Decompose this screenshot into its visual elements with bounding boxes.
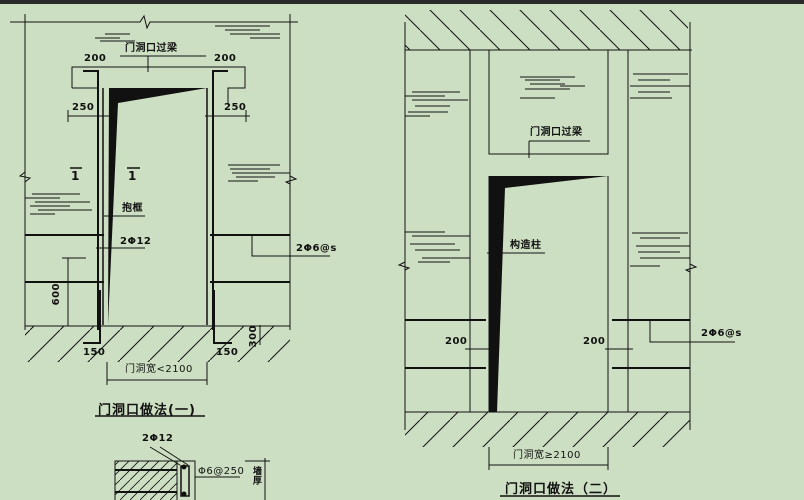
dim-column-left: 200 [445, 336, 468, 347]
wall-thickness-label: 墙厚 [251, 466, 261, 485]
tie-rebar-label-2: 2Φ6@s [701, 328, 742, 339]
dim-bearing-right: 250 [224, 102, 247, 113]
opening-width-label-2: 门洞宽≥2100 [513, 450, 581, 461]
lintel-label-2: 门洞口过梁 [530, 127, 583, 138]
lintel-label-1: 门洞口过梁 [125, 43, 178, 54]
drawing-1-title: 门洞口做法(一) [98, 403, 196, 418]
dim-column-right: 200 [583, 336, 606, 347]
column-label: 构造柱 [510, 240, 542, 251]
frame-label: 抱框 [122, 203, 143, 214]
door-leaf-2 [489, 176, 608, 412]
drawing-2-door-opening-method-2 [397, 10, 735, 497]
section-1-1-detail [114, 446, 270, 500]
stirrup-label: Φ6@250 [198, 466, 245, 477]
dim-bearing-left: 250 [72, 102, 95, 113]
section-rebar-label: 2Φ12 [142, 433, 174, 444]
dim-tie-height: 600 [51, 283, 62, 306]
tie-rebar-label-1: 2Φ6@s [296, 243, 337, 254]
drawing-1-door-opening-method-1 [10, 14, 330, 417]
dim-anchor-left: 150 [83, 347, 106, 358]
dim-lintel-right: 200 [214, 53, 237, 64]
dim-embed-depth: 300 [248, 325, 259, 348]
section-mark-right: 1 [128, 169, 137, 183]
dim-lintel-left: 200 [84, 53, 107, 64]
top-border-bar [0, 0, 804, 4]
dim-anchor-right: 150 [216, 347, 239, 358]
frame-rebar-label: 2Φ12 [120, 236, 152, 247]
drawing-2-title: 门洞口做法（二） [505, 482, 618, 497]
section-mark-left: 1 [71, 169, 80, 183]
opening-width-label-1: 门洞宽<2100 [125, 364, 193, 375]
